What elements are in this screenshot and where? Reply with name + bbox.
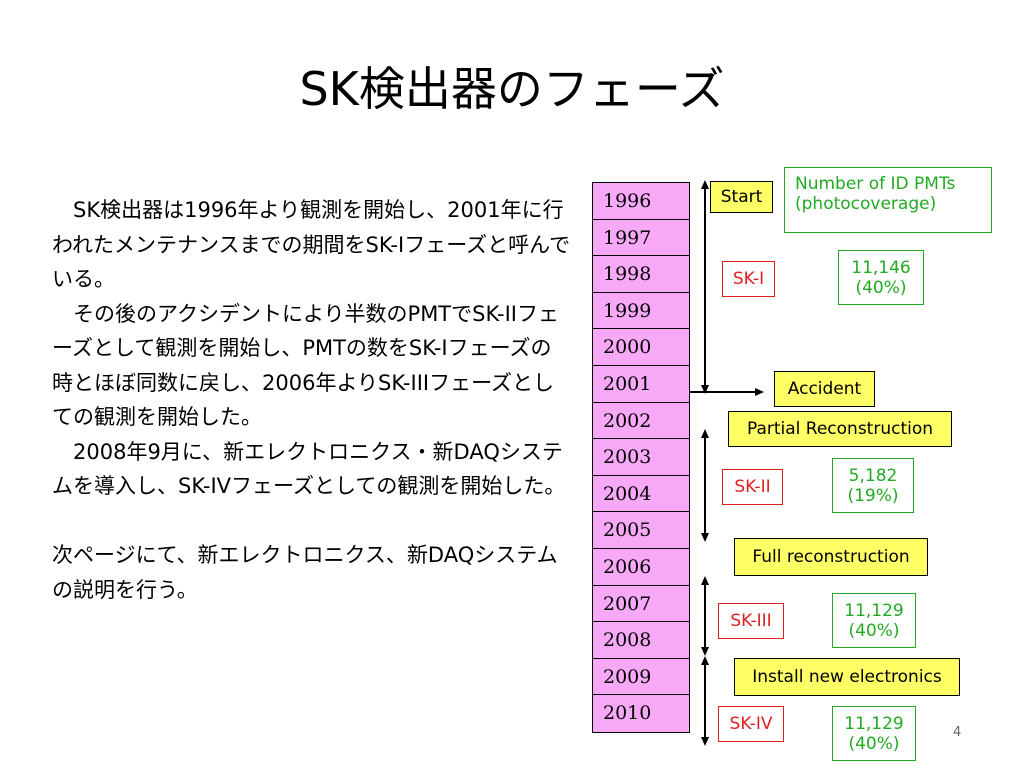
year-cell: 2010 bbox=[593, 695, 689, 732]
pmt-sk1-count: 11,146 bbox=[851, 257, 911, 278]
phase-sk2-label: SK-II bbox=[722, 469, 783, 505]
event-partial-reconstruction: Partial Reconstruction bbox=[728, 411, 952, 447]
phase-sk3-label: SK-III bbox=[718, 603, 784, 639]
year-cell: 2004 bbox=[593, 475, 689, 513]
year-cell: 2006 bbox=[593, 548, 689, 586]
year-cell: 1997 bbox=[593, 219, 689, 257]
phase-sk4-label: SK-IV bbox=[718, 706, 784, 742]
pmt-sk1: 11,146 (40%) bbox=[838, 250, 924, 305]
paragraph-next-page: 次ページにて、新エレクトロニクス、新DAQシステムの説明を行う。 bbox=[52, 543, 558, 602]
paragraph-sk2-sk3: その後のアクシデントにより半数のPMTでSK-IIフェーズとして観測を開始し、P… bbox=[52, 301, 559, 430]
pmt-sk4-count: 11,129 bbox=[844, 713, 904, 734]
event-start-label: Start bbox=[720, 187, 763, 207]
year-cell: 2008 bbox=[593, 622, 689, 659]
year-cell: 2001 bbox=[593, 365, 689, 403]
year-cell: 2007 bbox=[593, 585, 689, 623]
body-text: SK検出器は1996年より観測を開始し、2001年に行われたメンテナンスまでの期… bbox=[52, 193, 572, 607]
event-accident: Accident bbox=[774, 371, 875, 407]
slide-title: SK検出器のフェーズ bbox=[299, 62, 725, 116]
year-timeline: 1996 1997 1998 1999 2000 2001 2002 2003 … bbox=[592, 182, 690, 733]
pmt-sk3: 11,129 (40%) bbox=[832, 593, 916, 648]
paragraph-sk1: SK検出器は1996年より観測を開始し、2001年に行われたメンテナンスまでの期… bbox=[52, 198, 571, 291]
pmt-legend-line2: (photocoverage) bbox=[795, 194, 937, 214]
pmt-sk3-count: 11,129 bbox=[844, 600, 904, 621]
paragraph-sk4: 2008年9月に、新エレクトロニクス・新DAQシステムを導入し、SK-IVフェー… bbox=[52, 439, 566, 499]
pmt-legend-line1: Number of ID PMTs bbox=[795, 174, 956, 194]
year-cell: 2000 bbox=[593, 329, 689, 366]
pmt-sk2-count: 5,182 bbox=[848, 465, 898, 486]
pmt-sk4-coverage: (40%) bbox=[848, 733, 900, 754]
pmt-sk2: 5,182 (19%) bbox=[832, 458, 914, 513]
year-cell: 1998 bbox=[593, 256, 689, 293]
pmt-legend: Number of ID PMTs (photocoverage) bbox=[784, 167, 992, 233]
pmt-sk4: 11,129 (40%) bbox=[832, 706, 916, 761]
pmt-sk1-coverage: (40%) bbox=[855, 277, 907, 298]
pmt-sk2-coverage: (19%) bbox=[847, 485, 899, 506]
year-cell: 2003 bbox=[593, 439, 689, 476]
pmt-sk3-coverage: (40%) bbox=[848, 620, 900, 641]
year-cell: 2002 bbox=[593, 402, 689, 440]
event-install-new-electronics: Install new electronics bbox=[734, 658, 960, 696]
year-cell: 2005 bbox=[593, 512, 689, 549]
event-start: Start bbox=[710, 181, 773, 213]
year-cell: 2009 bbox=[593, 658, 689, 696]
year-cell: 1999 bbox=[593, 292, 689, 330]
year-cell: 1996 bbox=[593, 183, 689, 220]
event-full-reconstruction: Full reconstruction bbox=[734, 538, 928, 576]
phase-sk1-label: SK-I bbox=[722, 261, 775, 297]
page-number: 4 bbox=[953, 725, 962, 740]
